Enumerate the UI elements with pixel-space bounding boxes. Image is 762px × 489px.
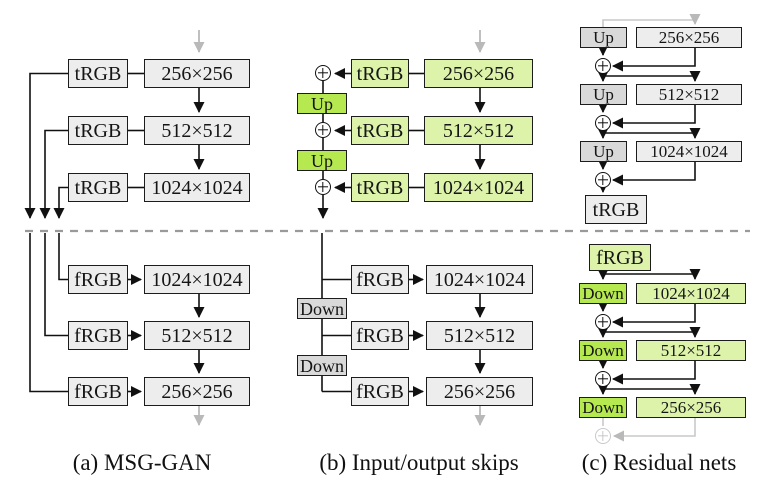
frgb-block: fRGB	[68, 265, 128, 294]
ghost-residual-arrow	[613, 418, 696, 442]
trgb-block: tRGB	[68, 59, 128, 88]
downsample-block: Down	[297, 298, 347, 319]
residual-arrow	[612, 162, 696, 186]
trgb-block: tRGB	[351, 173, 409, 202]
upsample-block: Up	[580, 84, 627, 105]
resolution-block: 256×256	[144, 377, 250, 406]
sum-icon	[595, 172, 611, 188]
resolution-block: 512×512	[144, 321, 250, 350]
trgb-block: tRGB	[68, 173, 128, 202]
upsample-block: Up	[580, 27, 627, 48]
skip-arrow	[24, 72, 68, 219]
resolution-block: 1024×1024	[144, 173, 250, 202]
trgb-block: tRGB	[68, 116, 128, 145]
frgb-block: fRGB	[589, 244, 651, 271]
resolution-block: 512×512	[424, 116, 533, 145]
ghost-sum-icon	[595, 428, 611, 444]
upsample-block: Up	[580, 141, 627, 162]
downsample-block: Down	[579, 340, 627, 361]
skip-line	[29, 233, 68, 393]
skip-line	[44, 233, 68, 337]
resolution-block: 256×256	[426, 377, 533, 406]
caption-a: (a) MSG-GAN	[72, 450, 212, 475]
resolution-block: 512×512	[426, 321, 533, 350]
sum-icon	[315, 122, 331, 138]
panel-c-ghost-wires	[602, 14, 701, 442]
skip-arrow	[53, 186, 68, 219]
resolution-block: 1024×1024	[636, 283, 746, 304]
trgb-block: tRGB	[585, 195, 647, 224]
branch-arrow	[603, 327, 701, 338]
sum-icon	[595, 58, 611, 74]
sum-icon	[595, 115, 611, 131]
residual-arrow	[612, 105, 696, 129]
resolution-block: 512×512	[636, 340, 746, 361]
sum-icon	[595, 314, 611, 330]
frgb-block: fRGB	[351, 321, 409, 350]
resolution-block: 256×256	[636, 397, 746, 418]
trgb-block: tRGB	[351, 116, 409, 145]
sum-icon	[595, 371, 611, 387]
resolution-block: 256×256	[424, 59, 533, 88]
sum-icon	[315, 179, 331, 195]
residual-arrow	[612, 304, 696, 328]
trgb-block: tRGB	[351, 59, 409, 88]
panel-a-wires	[24, 72, 205, 397]
skip-line	[58, 233, 68, 281]
frgb-block: fRGB	[68, 321, 128, 350]
panel-c-wires	[597, 45, 701, 395]
frgb-block: fRGB	[351, 265, 409, 294]
branch-arrow	[603, 71, 701, 82]
downsample-block: Down	[579, 397, 627, 418]
caption-c: (c) Residual nets	[581, 450, 737, 475]
branch-arrow	[603, 384, 701, 395]
resolution-block: 1024×1024	[426, 265, 533, 294]
resolution-block: 256×256	[144, 59, 250, 88]
upsample-block: Up	[297, 150, 347, 171]
caption-b: (b) Input/output skips	[319, 450, 519, 475]
resolution-block: 1024×1024	[144, 265, 250, 294]
resolution-block: 1024×1024	[424, 173, 533, 202]
upsample-block: Up	[297, 93, 347, 114]
frgb-block: fRGB	[68, 377, 128, 406]
sum-icon	[315, 65, 331, 81]
ghost-branch-arrow	[602, 14, 701, 27]
downsample-block: Down	[579, 283, 627, 304]
skip-arrow	[39, 129, 68, 219]
downsample-block: Down	[297, 355, 347, 376]
branch-arrow	[603, 128, 701, 139]
frgb-block: fRGB	[351, 377, 409, 406]
branch-arrow	[603, 269, 701, 280]
resolution-block: 1024×1024	[636, 141, 742, 162]
resolution-block: 512×512	[144, 116, 250, 145]
resolution-block: 512×512	[636, 84, 742, 105]
residual-arrow	[612, 361, 696, 385]
residual-arrow	[612, 48, 696, 72]
resolution-block: 256×256	[636, 27, 742, 48]
